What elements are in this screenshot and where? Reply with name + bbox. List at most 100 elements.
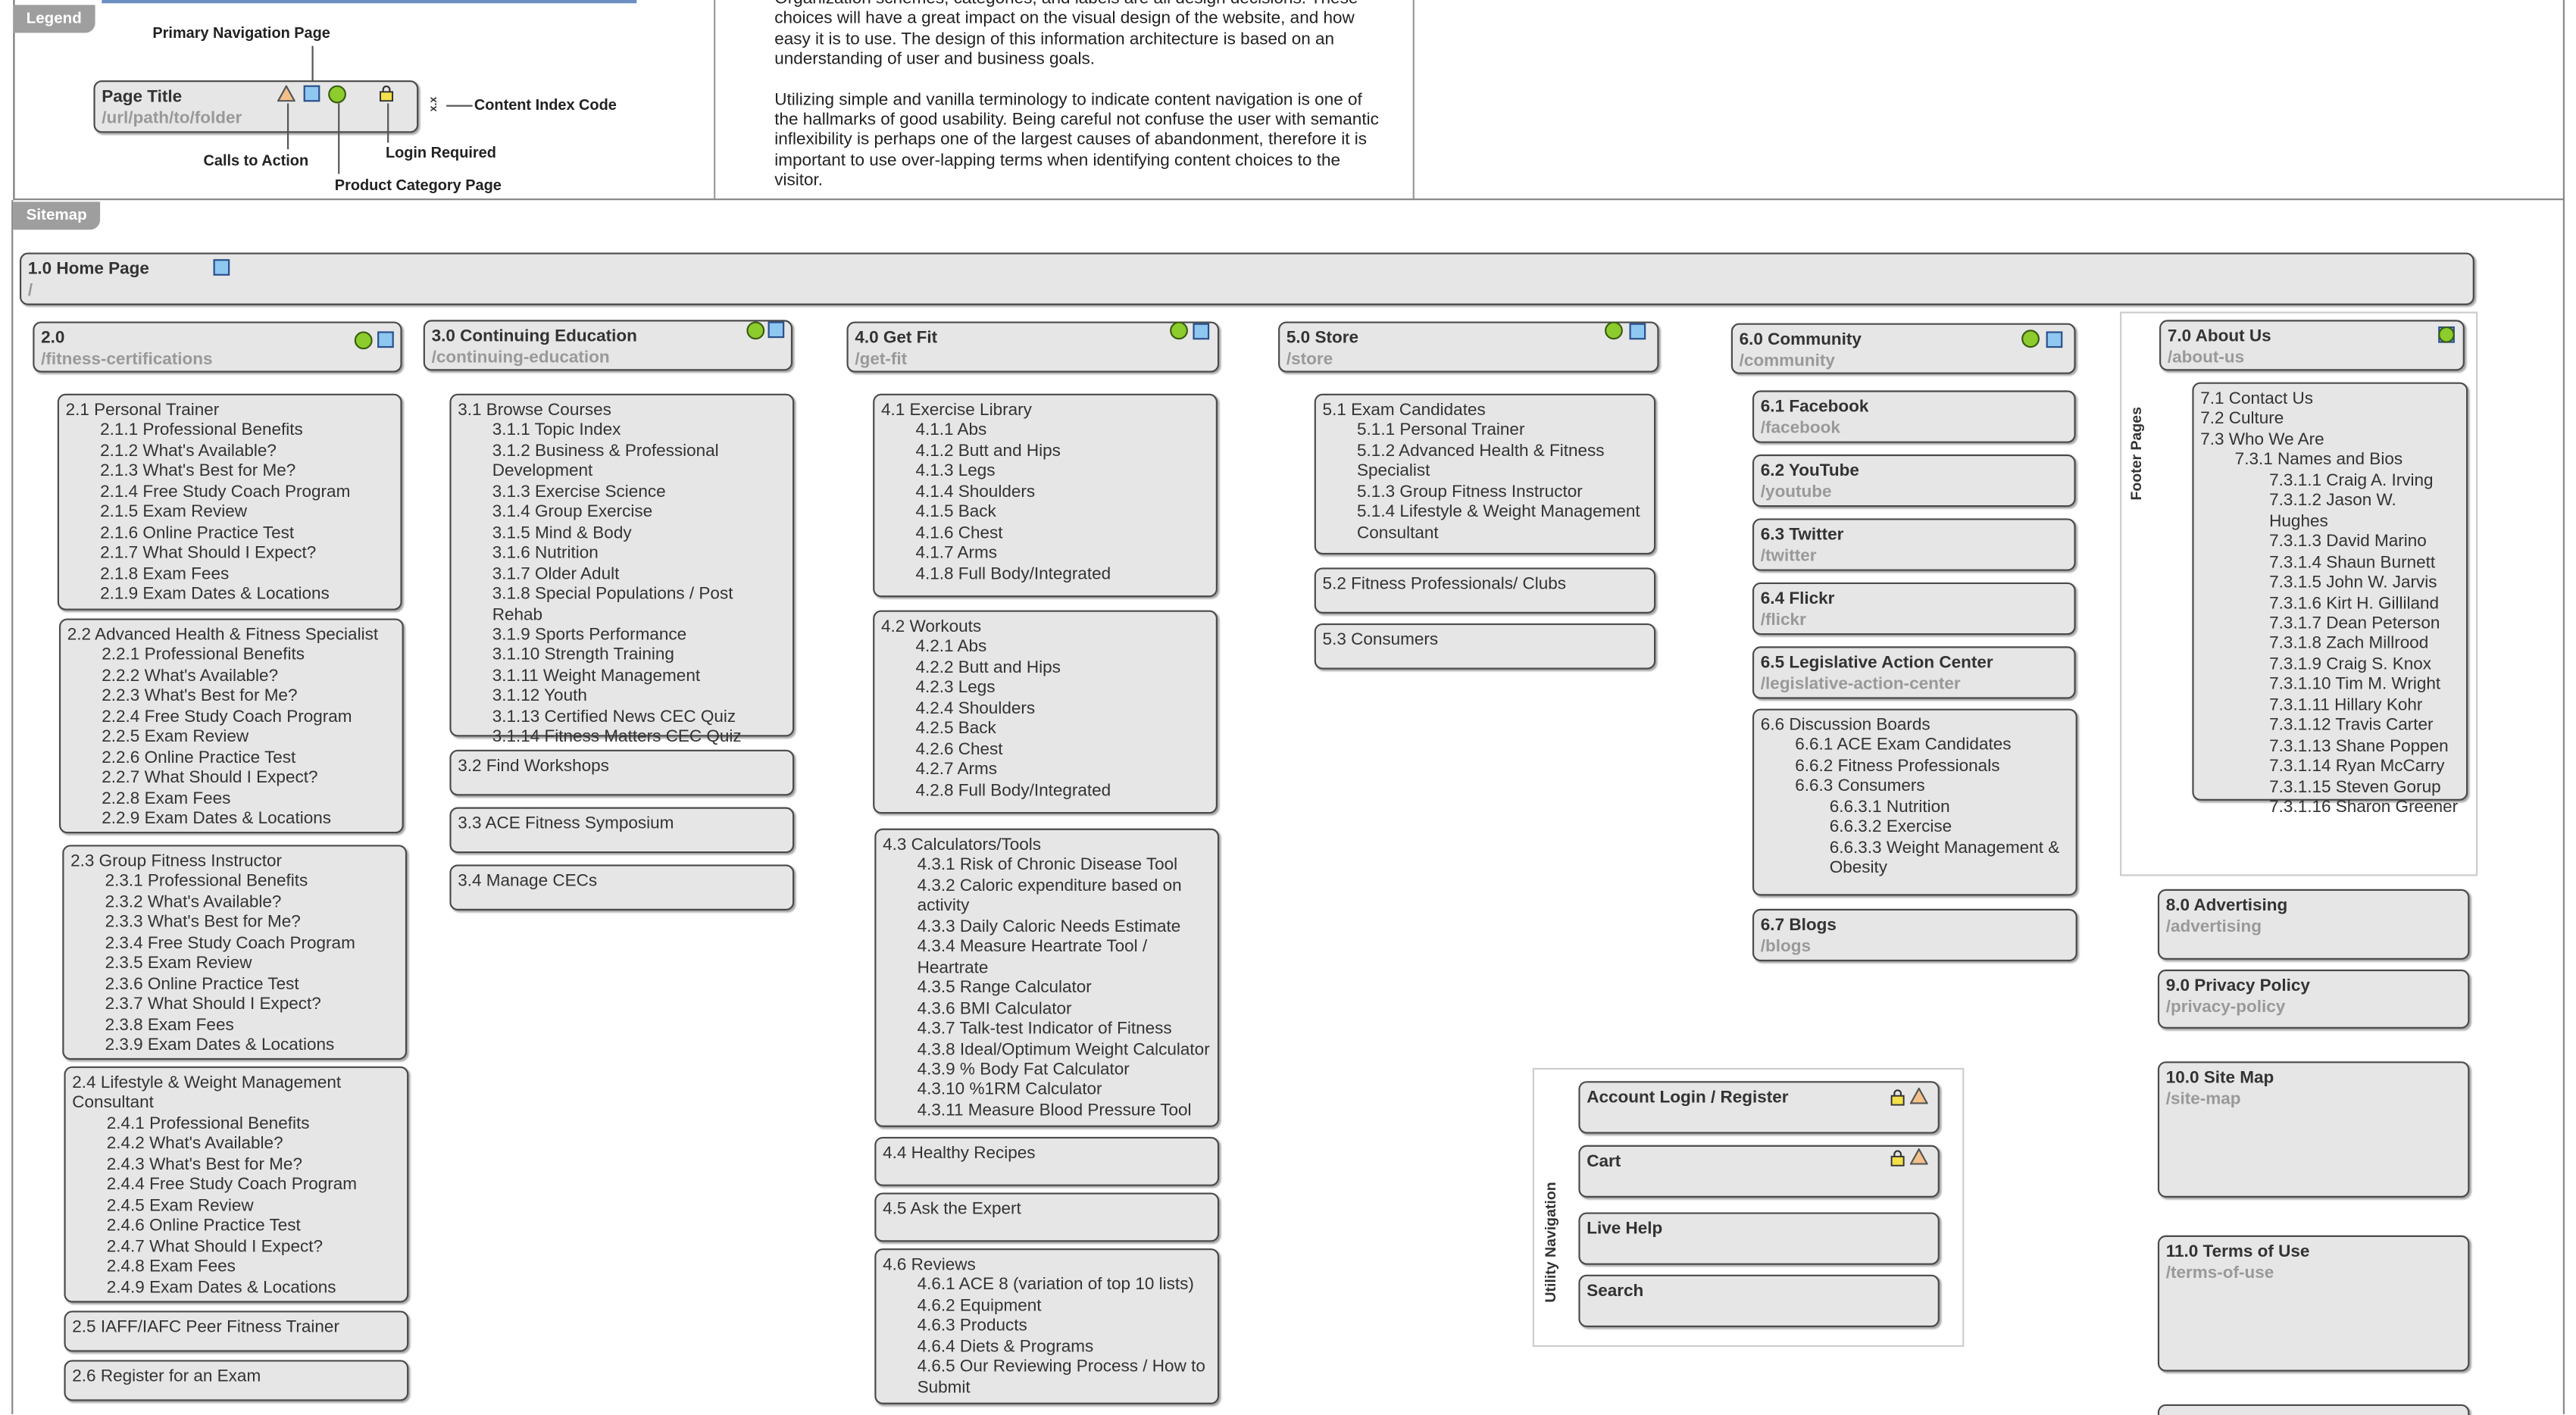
sitemap-item[interactable]: 4.1.4 Shoulders: [915, 483, 1036, 502]
community-page-box[interactable]: 6.3 Twitter /twitter: [1752, 518, 2076, 571]
sitemap-item[interactable]: 2.1.2 What's Available?: [100, 442, 277, 461]
sitemap-item[interactable]: 7.3.1.1 Craig A. Irving: [2269, 472, 2434, 491]
sitemap-item[interactable]: 4.3.11 Measure Blood Pressure Tool: [917, 1102, 1192, 1120]
sitemap-item[interactable]: 7.3.1.9 Craig S. Knox: [2269, 656, 2432, 674]
sitemap-item[interactable]: 2.2.7 What Should I Expect?: [102, 770, 318, 788]
sitemap-item[interactable]: 3.1.5 Mind & Body: [492, 524, 632, 543]
sitemap-item[interactable]: 2.1.5 Exam Review: [100, 504, 247, 523]
sitemap-item[interactable]: 7.3.1.6 Kirt H. Gilliland: [2269, 595, 2440, 613]
sitemap-item[interactable]: 4.6.1 ACE 8 (variation of top 10 lists): [917, 1276, 1194, 1295]
sitemap-item[interactable]: 2.3.7 What Should I Expect?: [105, 995, 321, 1014]
sitemap-item[interactable]: 2.4.8 Exam Fees: [106, 1258, 236, 1277]
sitemap-item[interactable]: 2.4.1 Professional Benefits: [106, 1115, 310, 1134]
sitemap-item[interactable]: 4.2.3 Legs: [915, 679, 996, 698]
utility-page-cart[interactable]: Cart: [1578, 1145, 1940, 1198]
sitemap-item[interactable]: 2.3.2 What's Available?: [105, 894, 282, 912]
sitemap-item[interactable]: 4.6.2 Equipment: [917, 1297, 1042, 1316]
sitemap-item[interactable]: 4.2.2 Butt and Hips: [915, 659, 1061, 678]
sitemap-item[interactable]: 4.1.6 Chest: [915, 524, 1003, 543]
sitemap-item[interactable]: 4.1.1 Abs: [915, 422, 987, 441]
sitemap-item[interactable]: 2.4.4 Free Study Coach Program: [106, 1176, 358, 1195]
section-3-box[interactable]: 3.0 Continuing Education /continuing-edu…: [423, 320, 793, 371]
section-2-box[interactable]: 2.0 /fitness-certifications: [33, 321, 402, 373]
sitemap-item[interactable]: 2.2.5 Exam Review: [102, 729, 249, 747]
sitemap-item[interactable]: 7.3.1.8 Zach Millrood: [2269, 636, 2429, 654]
community-page-box[interactable]: 6.7 Blogs /blogs: [1752, 908, 2077, 962]
sitemap-item[interactable]: 7.2 Culture: [2200, 411, 2284, 429]
sitemap-item[interactable]: 4.6.3 Products: [917, 1317, 1027, 1336]
sitemap-item[interactable]: 7.3.1.2 Jason W. Hughes: [2269, 492, 2396, 532]
sitemap-item[interactable]: 2.2.4 Free Study Coach Program: [102, 708, 352, 726]
sitemap-item[interactable]: 4.2.7 Arms: [915, 761, 998, 780]
sitemap-item[interactable]: 4.3.8 Ideal/Optimum Weight Calculator: [917, 1041, 1210, 1060]
sitemap-item[interactable]: 5.2 Fitness Professionals/ Clubs: [1322, 576, 1566, 594]
sitemap-item[interactable]: 3.1.14 Fitness Matters CEC Quiz: [492, 729, 742, 747]
sitemap-item[interactable]: 2.4.7 What Should I Expect?: [106, 1238, 323, 1257]
sitemap-item[interactable]: 7.3.1.16 Sharon Greener: [2269, 798, 2459, 817]
sitemap-item[interactable]: 4.3 Calculators/Tools: [883, 836, 1042, 855]
sitemap-item[interactable]: 3.2 Find Workshops: [458, 757, 609, 776]
sitemap-item[interactable]: 2.4.9 Exam Dates & Locations: [106, 1279, 336, 1298]
sitemap-item[interactable]: 2.3.5 Exam Review: [105, 955, 252, 973]
sitemap-item[interactable]: 5.1.4 Lifestyle & Weight Management Cons…: [1357, 504, 1640, 543]
sitemap-item[interactable]: 3.1 Browse Courses: [458, 401, 611, 420]
sitemap-item[interactable]: 2.1.6 Online Practice Test: [100, 524, 295, 543]
community-page-box[interactable]: 6.1 Facebook /facebook: [1752, 390, 2076, 443]
sitemap-item[interactable]: 2.1.4 Free Study Coach Program: [100, 483, 351, 502]
sitemap-item[interactable]: 7.3.1.7 Dean Peterson: [2269, 615, 2440, 633]
sitemap-item[interactable]: 4.3.2 Caloric expenditure based on activ…: [917, 877, 1182, 917]
sitemap-item[interactable]: 4.5 Ask the Expert: [883, 1201, 1021, 1220]
sitemap-item[interactable]: 4.1.2 Butt and Hips: [915, 442, 1061, 461]
sitemap-item[interactable]: 4.3.6 BMI Calculator: [917, 1000, 1072, 1019]
sitemap-item[interactable]: 3.1.3 Exercise Science: [492, 483, 666, 502]
sitemap-item[interactable]: 2.3 Group Fitness Instructor: [70, 853, 283, 871]
sitemap-item[interactable]: 7.3.1.11 Hillary Kohr: [2269, 696, 2423, 715]
sitemap-item[interactable]: 3.1.2 Business & Professional Developmen…: [492, 442, 719, 482]
sitemap-item[interactable]: 7.1 Contact Us: [2200, 390, 2314, 409]
sitemap-item[interactable]: 2.4.2 What's Available?: [106, 1135, 283, 1154]
sitemap-item[interactable]: 7.3.1.4 Shaun Burnett: [2269, 554, 2436, 573]
sitemap-item[interactable]: 2.2.6 Online Practice Test: [102, 749, 296, 767]
sitemap-item[interactable]: 7.3.1.14 Ryan McCarry: [2269, 757, 2445, 776]
sitemap-item[interactable]: 4.1.3 Legs: [915, 463, 996, 482]
sitemap-item[interactable]: 4.3.3 Daily Caloric Needs Estimate: [917, 918, 1181, 937]
utility-page-live-help[interactable]: Live Help: [1578, 1212, 1940, 1265]
sitemap-item[interactable]: 4.6 Reviews: [883, 1256, 976, 1275]
sitemap-item[interactable]: 4.3.5 Range Calculator: [917, 979, 1092, 998]
sitemap-item[interactable]: 2.2.3 What's Best for Me?: [102, 688, 298, 707]
home-page-box[interactable]: 1.0 Home Page /: [19, 252, 2474, 305]
sitemap-item[interactable]: 2.1.7 What Should I Expect?: [100, 545, 317, 564]
sitemap-item[interactable]: 7.3 Who We Are: [2200, 431, 2324, 450]
sitemap-item[interactable]: 2.4.3 What's Best for Me?: [106, 1156, 302, 1175]
sitemap-item[interactable]: 3.1.7 Older Adult: [492, 565, 620, 584]
sitemap-item[interactable]: 2.1.3 What's Best for Me?: [100, 463, 296, 482]
sitemap-item[interactable]: 2.6 Register for an Exam: [72, 1368, 261, 1387]
community-page-box[interactable]: 6.5 Legislative Action Center /legislati…: [1752, 646, 2076, 699]
sitemap-item[interactable]: 3.1.10 Strength Training: [492, 647, 674, 666]
sitemap-item[interactable]: 7.3.1.13 Shane Poppen: [2269, 737, 2449, 756]
sitemap-item[interactable]: 6.6.3 Consumers: [1795, 778, 1925, 797]
sitemap-item[interactable]: 5.1.2 Advanced Health & Fitness Speciali…: [1357, 442, 1605, 482]
sitemap-item[interactable]: 6.6.3.2 Exercise: [1829, 819, 1952, 838]
sitemap-item[interactable]: 2.3.6 Online Practice Test: [105, 975, 299, 994]
sitemap-item[interactable]: 2.5 IAFF/IAFC Peer Fitness Trainer: [72, 1319, 339, 1338]
sitemap-item[interactable]: 3.1.11 Weight Management: [492, 667, 701, 686]
sitemap-item[interactable]: 2.1 Personal Trainer: [65, 401, 220, 420]
sitemap-item[interactable]: 2.4.6 Online Practice Test: [106, 1217, 301, 1236]
sitemap-item[interactable]: 4.3.4 Measure Heartrate Tool / Heartrate: [917, 939, 1148, 978]
sitemap-item[interactable]: 2.2.2 What's Available?: [102, 667, 279, 686]
sitemap-item[interactable]: 3.4 Manage CECs: [458, 873, 598, 891]
sitemap-item[interactable]: 4.6.5 Our Reviewing Process / How to Sub…: [917, 1358, 1205, 1398]
sitemap-item[interactable]: 7.3.1.12 Travis Carter: [2269, 717, 2434, 736]
community-page-box[interactable]: 6.2 YouTube /youtube: [1752, 454, 2076, 508]
sitemap-item[interactable]: 6.6.3.1 Nutrition: [1829, 798, 1950, 817]
sitemap-item[interactable]: 5.3 Consumers: [1322, 631, 1439, 650]
sitemap-item[interactable]: 4.1.8 Full Body/Integrated: [915, 565, 1111, 584]
sitemap-item[interactable]: 5.1.3 Group Fitness Instructor: [1357, 483, 1583, 502]
sitemap-item[interactable]: 2.3.9 Exam Dates & Locations: [105, 1036, 335, 1055]
sitemap-item[interactable]: 7.3.1.5 John W. Jarvis: [2269, 574, 2437, 592]
sitemap-item[interactable]: 4.2.6 Chest: [915, 741, 1003, 760]
section-6-box[interactable]: 6.0 Community /community: [1730, 323, 2076, 374]
sitemap-item[interactable]: 6.6 Discussion Boards: [1760, 717, 1930, 736]
sitemap-item[interactable]: 2.2 Advanced Health & Fitness Specialist: [67, 626, 379, 645]
